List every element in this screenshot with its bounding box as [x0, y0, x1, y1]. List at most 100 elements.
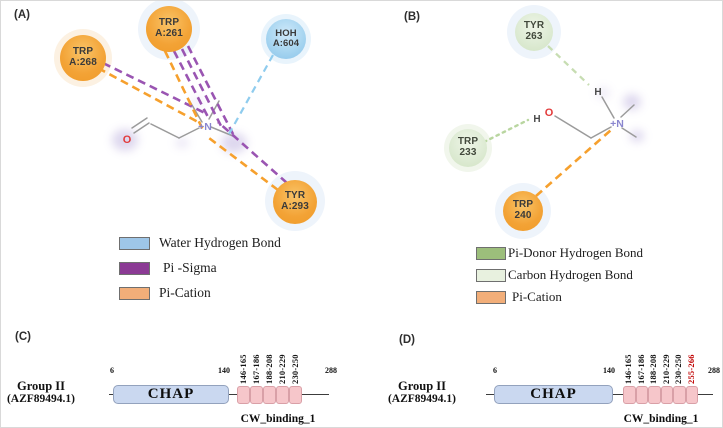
cloud-blob	[596, 87, 610, 99]
pi-sigma-line	[172, 50, 211, 120]
group-name: Group II	[397, 379, 447, 393]
repeat-box	[289, 386, 302, 404]
legend-swatch-carbon-hydrogen-bond	[476, 269, 506, 282]
residue-id: A:261	[155, 28, 183, 39]
electron-cloud-blobs	[112, 87, 644, 153]
bond	[621, 127, 637, 138]
repeat-range-label: 167-186	[250, 354, 261, 384]
panel-b-label: (B)	[404, 11, 420, 23]
tick-seq-end-c: 288	[325, 366, 337, 375]
bond	[554, 115, 592, 139]
legend-label-pi-donor-hydrogen-bond: Pi-Donor Hydrogen Bond	[508, 245, 644, 260]
pi-sigma-line	[102, 61, 208, 116]
tick-seq-start-c: 6	[110, 366, 114, 375]
bond	[590, 126, 612, 139]
legend-label-pi-cation-b: Pi-Cation	[512, 289, 562, 304]
pi-sigma-line	[186, 45, 236, 137]
repeat-range-label: 167-186	[635, 354, 646, 384]
oxygen-atom-label: O	[123, 134, 132, 146]
residue-trp-a261: TRP A:261	[146, 6, 192, 52]
pi-sigma-line	[180, 48, 223, 127]
accession: (AZF89494.1)	[387, 392, 457, 405]
residue-id: 240	[514, 210, 532, 221]
repeat-range-label: 230-250	[289, 354, 300, 384]
residue-trp-a268: TRP A:268	[60, 35, 106, 81]
carbon-hydrogen-bond-line	[482, 118, 530, 144]
chap-domain-d: CHAP	[494, 385, 613, 404]
cloud-blob	[191, 97, 203, 107]
repeat-box	[276, 386, 289, 404]
panel-d-label: (D)	[399, 334, 415, 346]
repeat-box	[623, 386, 636, 404]
repeat-box	[635, 386, 648, 404]
pi-donor-line	[547, 45, 590, 86]
bond	[208, 100, 220, 120]
residue-hoh-a604: HOH A:604	[266, 19, 306, 59]
legend-label-water-hydrogen-bond: Water Hydrogen Bond	[159, 235, 281, 250]
atom-labels: O +N H O H +N	[123, 87, 624, 146]
legend-label-pi-cation: Pi-Cation	[159, 285, 211, 300]
residue-name: TRP	[158, 17, 180, 29]
residue-id: 263	[525, 31, 543, 42]
residue-name: TRP	[457, 136, 479, 148]
legend-label-pi-sigma: Pi -Sigma	[163, 260, 217, 275]
residue-name: TRP	[512, 199, 534, 211]
pi-cation-line	[208, 136, 279, 192]
repeat-range-label: 210-229	[276, 354, 287, 384]
bond	[601, 96, 615, 119]
cw-binding-annotation-d: CW_binding_1	[623, 413, 699, 425]
pi-cation-lines	[97, 50, 612, 197]
residue-trp-240: TRP 240	[503, 191, 543, 231]
group-name: Group II	[16, 379, 66, 393]
molecule-b-bonds	[554, 96, 637, 139]
repeat-box	[648, 386, 661, 404]
bond	[210, 126, 234, 137]
residue-name: TYR	[284, 190, 306, 202]
group-label-c: Group II (AZF89494.1)	[1, 380, 81, 405]
pi-donor-hydrogen-bond-line	[547, 45, 590, 86]
repeat-box	[660, 386, 673, 404]
repeat-range-label: 146-165	[237, 354, 248, 384]
cw-binding-annotation-c: CW_binding_1	[240, 413, 316, 425]
residue-id: A:293	[281, 201, 309, 212]
tick-seq-end-d: 288	[708, 366, 720, 375]
residue-tyr-a293: TYR A:293	[273, 180, 317, 224]
repeat-range-label: 188-208	[263, 354, 274, 384]
group-label-d: Group II (AZF89494.1)	[380, 380, 464, 405]
repeat-box	[685, 386, 698, 404]
repeat-box	[237, 386, 250, 404]
legend-swatch-pi-donor-hydrogen-bond	[476, 247, 506, 260]
legend-swatch-pi-cation-b	[476, 291, 506, 304]
cloud-blob	[112, 129, 138, 151]
nitrogen-atom-label: +N	[610, 118, 624, 130]
bond	[620, 104, 635, 118]
chap-domain-c: CHAP	[113, 385, 229, 404]
residue-name: TYR	[523, 20, 545, 32]
bond	[131, 117, 148, 129]
repeat-range-label: 230-250	[673, 354, 684, 384]
legend-swatch-pi-cation	[119, 287, 150, 300]
repeat-box	[250, 386, 263, 404]
repeat-box	[263, 386, 276, 404]
bond	[188, 99, 203, 123]
legend-swatch-pi-sigma	[119, 262, 150, 275]
repeat-box	[673, 386, 686, 404]
repeat-range-label: 210-229	[660, 354, 671, 384]
hydroxyl-h-label: H	[533, 114, 540, 125]
legend-swatch-water-hydrogen-bond	[119, 237, 150, 250]
molecule-a-bonds	[131, 99, 234, 139]
cloud-blob	[221, 133, 247, 153]
residue-name: HOH	[275, 27, 297, 39]
residue-id: A:604	[272, 38, 300, 49]
residue-id: A:268	[69, 57, 97, 68]
bond	[178, 127, 200, 139]
accession: (AZF89494.1)	[6, 392, 76, 405]
cloud-blob	[623, 94, 641, 110]
bond	[133, 122, 150, 134]
tick-domain-end-d: 140	[603, 366, 615, 375]
panel-a-label: (A)	[14, 9, 30, 21]
oxygen-atom-label: O	[545, 107, 554, 119]
pi-cation-line	[163, 50, 205, 131]
pi-cation-line	[97, 66, 199, 124]
